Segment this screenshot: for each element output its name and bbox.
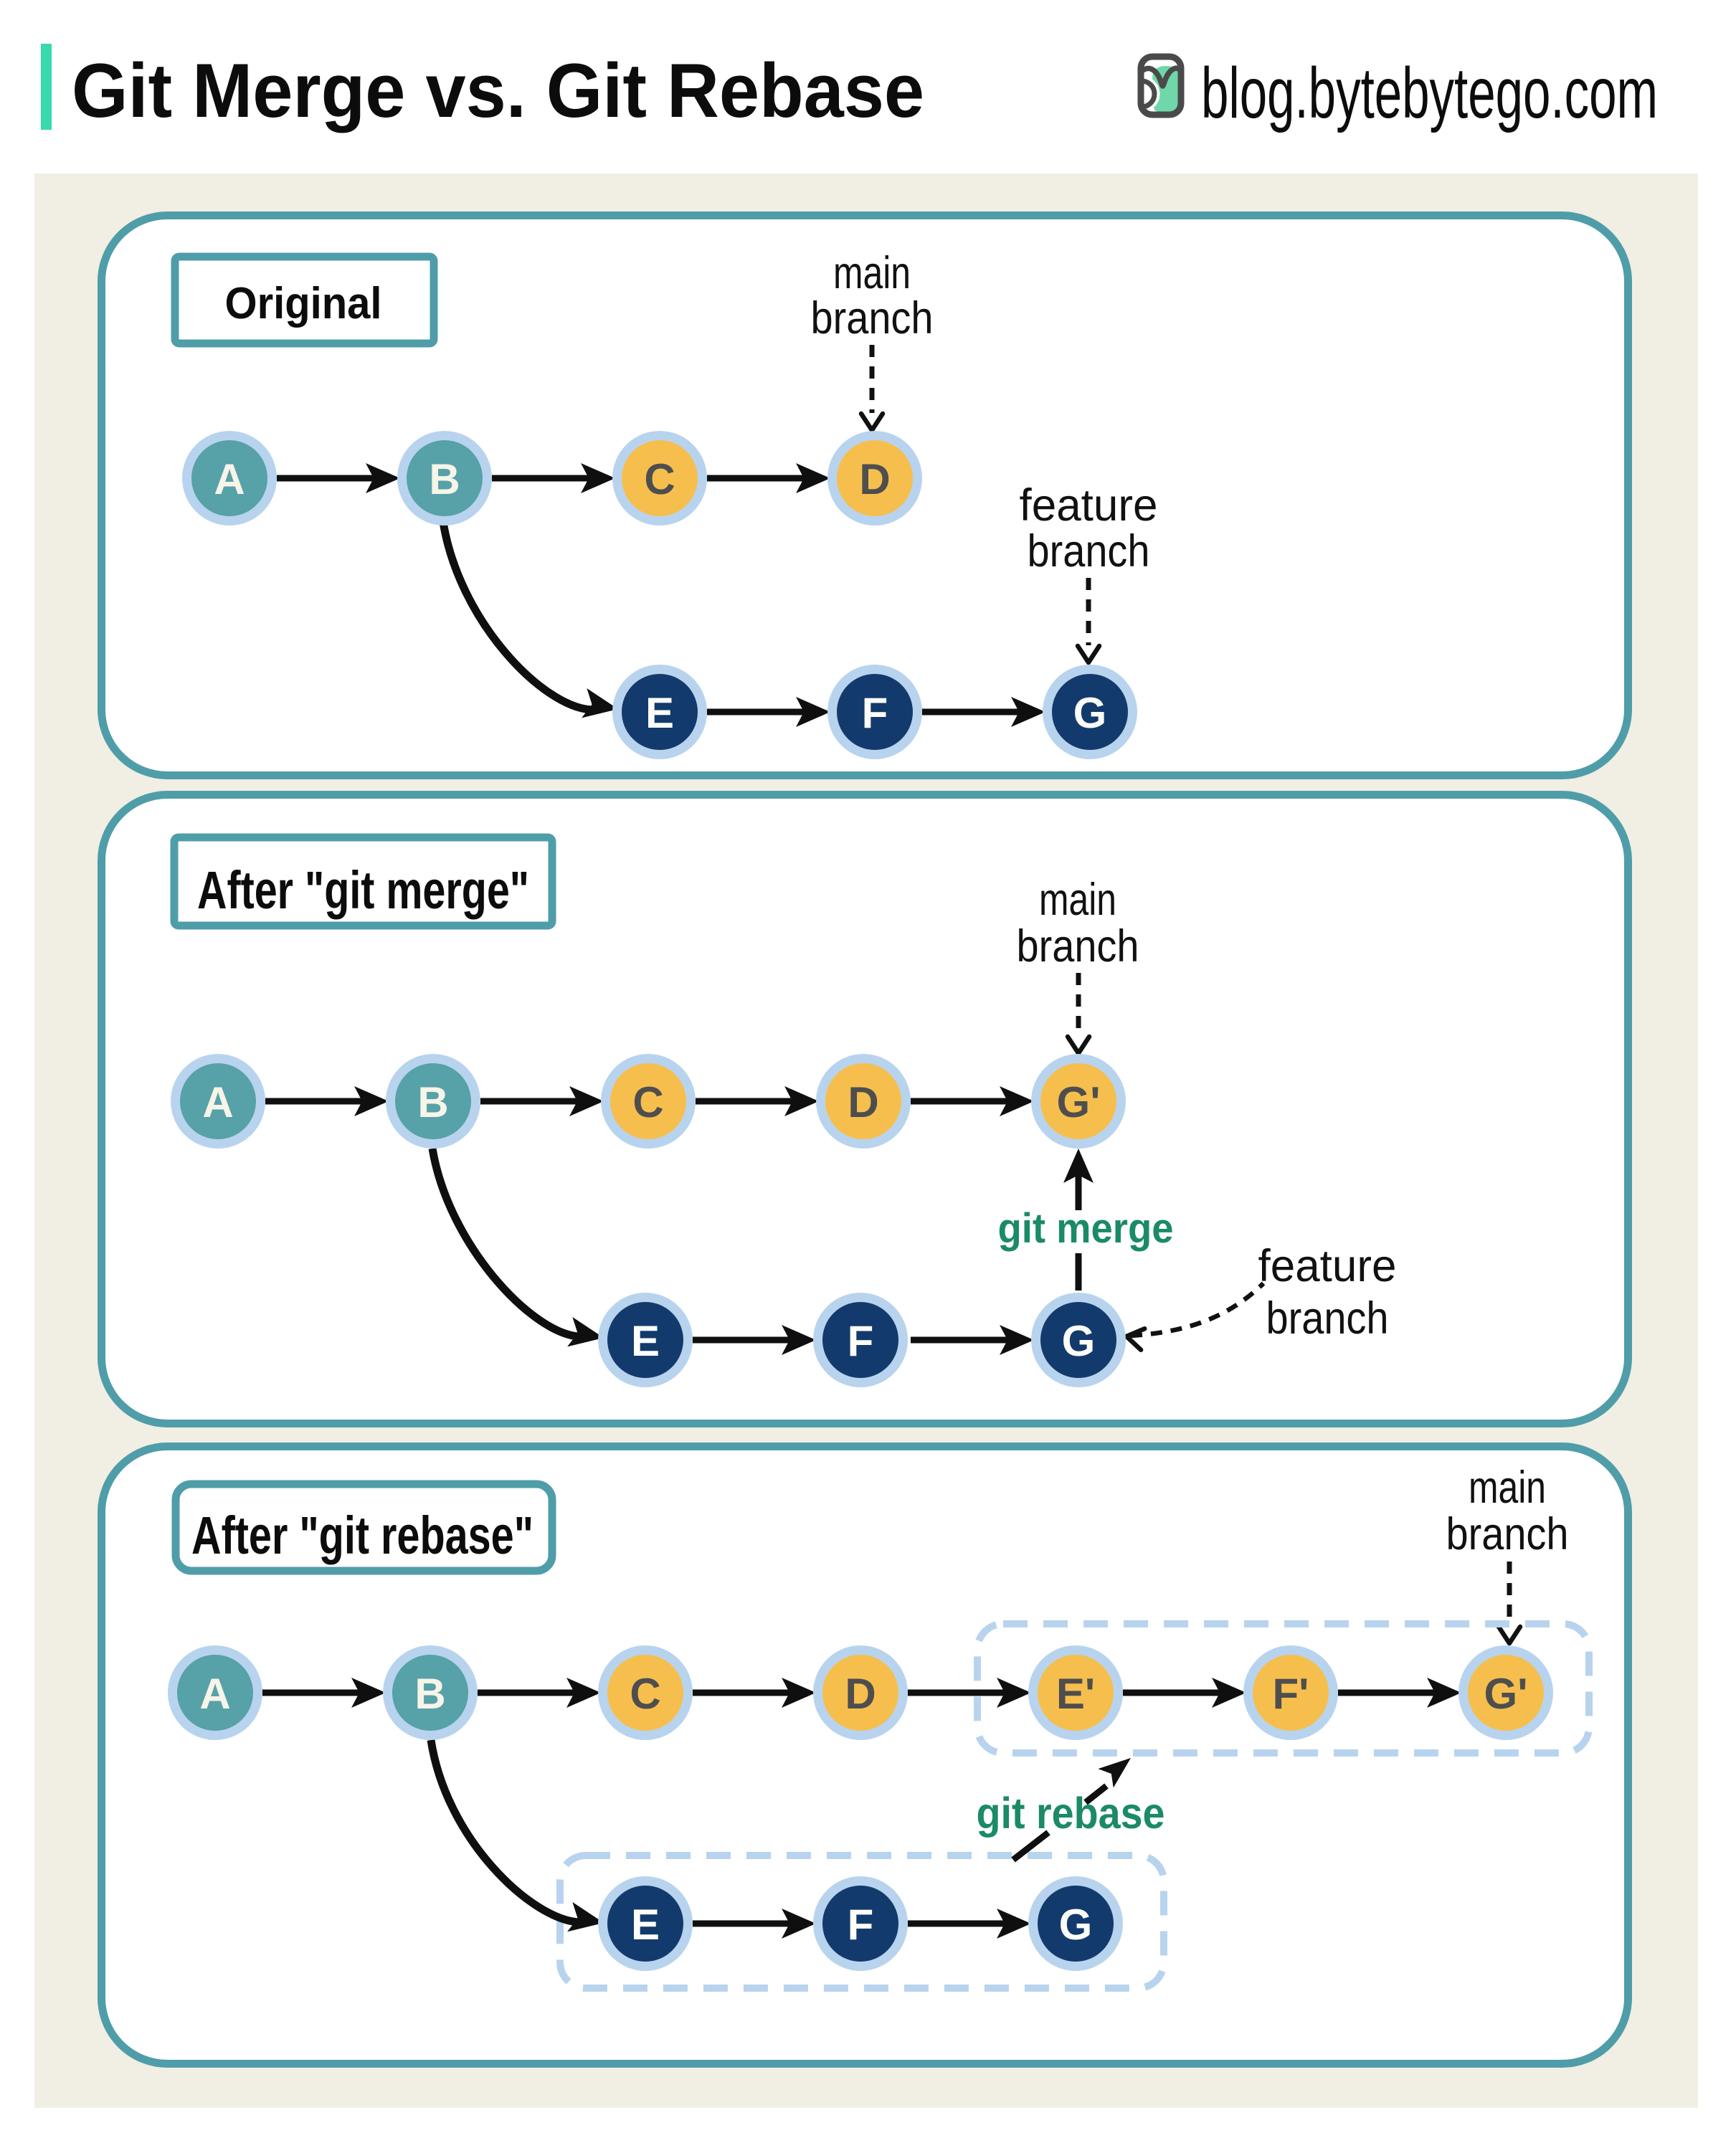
svg-text:branch: branch <box>1446 1509 1569 1559</box>
svg-text:B: B <box>414 1670 445 1718</box>
svg-text:D: D <box>859 455 890 503</box>
svg-text:F: F <box>848 1901 874 1949</box>
svg-text:feature: feature <box>1258 1241 1397 1291</box>
svg-text:F': F' <box>1273 1670 1309 1718</box>
svg-text:branch: branch <box>1266 1293 1389 1344</box>
svg-text:F: F <box>848 1317 874 1365</box>
svg-text:B: B <box>429 455 460 503</box>
svg-text:A: A <box>199 1670 230 1718</box>
svg-text:git merge: git merge <box>998 1205 1174 1252</box>
svg-text:feature: feature <box>1020 480 1158 531</box>
svg-text:A: A <box>202 1078 233 1126</box>
svg-text:branch: branch <box>811 293 934 343</box>
svg-text:E': E' <box>1056 1670 1095 1718</box>
svg-text:A: A <box>214 455 245 503</box>
svg-text:main: main <box>1469 1463 1546 1513</box>
svg-text:D: D <box>848 1078 878 1126</box>
svg-text:After "git merge": After "git merge" <box>197 860 529 920</box>
svg-text:F: F <box>862 689 888 737</box>
svg-text:G': G' <box>1057 1078 1101 1126</box>
svg-text:branch: branch <box>1028 526 1150 576</box>
svg-text:G': G' <box>1484 1670 1528 1718</box>
svg-text:C: C <box>630 1670 660 1718</box>
svg-text:E: E <box>631 1901 660 1949</box>
svg-text:Original: Original <box>225 279 382 328</box>
svg-text:main: main <box>833 248 911 298</box>
svg-text:Git Merge vs. Git Rebase: Git Merge vs. Git Rebase <box>72 47 924 133</box>
svg-text:G: G <box>1073 689 1107 737</box>
svg-text:B: B <box>417 1078 448 1126</box>
svg-text:E: E <box>631 1317 660 1365</box>
svg-text:git rebase: git rebase <box>977 1789 1165 1838</box>
svg-text:branch: branch <box>1017 921 1139 971</box>
svg-text:D: D <box>845 1670 876 1718</box>
svg-text:C: C <box>632 1078 663 1126</box>
svg-text:blog.bytebytego.com: blog.bytebytego.com <box>1201 53 1658 133</box>
svg-text:G: G <box>1059 1901 1093 1949</box>
svg-text:G: G <box>1062 1317 1096 1365</box>
svg-text:main: main <box>1039 875 1116 925</box>
svg-text:E: E <box>645 689 674 737</box>
svg-text:After "git rebase": After "git rebase" <box>191 1506 533 1565</box>
svg-text:C: C <box>644 455 675 503</box>
